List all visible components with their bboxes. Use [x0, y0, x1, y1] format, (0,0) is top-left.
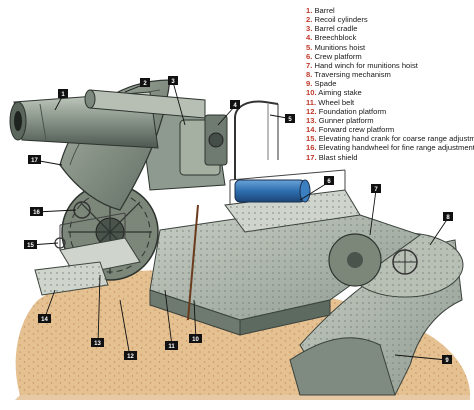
callout-5: 5 — [285, 114, 295, 123]
legend-num: 11. — [306, 97, 317, 107]
legend-num: 5. — [306, 42, 313, 52]
legend-item: 15. Elevating hand crank for coarse rang… — [306, 134, 474, 144]
legend-num: 9. — [306, 79, 313, 89]
legend-num: 8. — [306, 70, 313, 80]
legend-item: 7. Hand winch for munitions hoist — [306, 61, 472, 70]
callout-10-label: 10 — [192, 337, 199, 343]
legend-item: 17. Blast shield — [306, 153, 472, 162]
legend-item: 5. Munitions hoist — [306, 43, 472, 52]
callout-1: 1 — [58, 89, 68, 98]
callout-15: 15 — [24, 240, 37, 249]
legend-num: 12. — [306, 106, 317, 116]
callout-3-label: 3 — [171, 79, 175, 85]
legend-label: Barrel cradle — [314, 24, 358, 34]
callout-7-label: 7 — [374, 187, 378, 193]
legend-label: Recoil cylinders — [314, 15, 368, 25]
legend-item: 11. Wheel belt — [306, 98, 472, 107]
legend-label: Forward crew platform — [318, 125, 395, 135]
legend-item: 9. Spade — [306, 79, 472, 88]
legend-item: 4. Breechblock — [306, 33, 472, 42]
legend-num: 17. — [306, 152, 317, 162]
crew-platform — [224, 169, 361, 233]
legend-label: Breechblock — [314, 33, 357, 43]
callout-9: 9 — [442, 355, 452, 364]
legend-item: 14. Forward crew platform — [306, 125, 472, 134]
callout-12: 12 — [124, 351, 137, 360]
legend-item: 13. Gunner platform — [306, 116, 472, 125]
legend-label: Spade — [314, 79, 337, 89]
parts-legend: 1. Barrel 2. Recoil cylinders 3. Barrel … — [306, 6, 474, 162]
legend-label: Traversing mechanism — [314, 70, 391, 80]
aiming-stake — [187, 204, 199, 321]
legend-num: 1. — [306, 6, 313, 15]
callout-1-label: 1 — [61, 92, 65, 98]
callout-17-label: 17 — [31, 158, 38, 164]
callout-13: 13 — [91, 338, 104, 347]
munitions-hoist — [234, 100, 279, 180]
legend-label: Munitions hoist — [314, 42, 366, 52]
callout-15-label: 15 — [27, 243, 34, 249]
legend-label: Elevating handwheel for fine range adjus… — [318, 143, 474, 153]
legend-num: 10. — [306, 88, 317, 98]
callout-8-label: 8 — [446, 215, 450, 221]
legend-num: 16. — [306, 143, 317, 153]
callout-14-label: 14 — [41, 317, 48, 323]
callout-4-label: 4 — [233, 103, 237, 109]
callout-11: 11 — [165, 341, 178, 350]
callout-10: 10 — [189, 334, 202, 343]
legend-label: Wheel belt — [318, 97, 355, 107]
callout-12-label: 12 — [127, 354, 134, 360]
callout-13-label: 13 — [94, 341, 101, 347]
callout-14: 14 — [38, 314, 51, 323]
legend-label: Hand winch for munitions hoist — [314, 60, 418, 70]
legend-item: 16. Elevating handwheel for fine range a… — [306, 143, 474, 153]
legend-num: 6. — [306, 51, 313, 61]
callout-6-label: 6 — [327, 179, 331, 185]
callout-2-label: 2 — [143, 81, 147, 87]
hand-winch-motor — [234, 179, 311, 203]
callout-11-label: 11 — [168, 344, 175, 350]
legend-label: Crew platform — [314, 51, 362, 61]
legend-num: 3. — [306, 24, 313, 34]
callout-17: 17 — [28, 155, 41, 164]
callout-9-label: 9 — [445, 358, 449, 364]
callout-16: 16 — [30, 207, 43, 216]
callouts: 1 2 3 4 5 6 7 8 9 10 11 12 13 14 15 16 1… — [24, 76, 453, 364]
legend-num: 4. — [306, 33, 313, 43]
callout-7: 7 — [371, 184, 381, 193]
forward-crew-platform — [34, 261, 109, 296]
legend-label: Foundation platform — [318, 106, 387, 116]
legend-item: 10. Aiming stake — [306, 88, 472, 97]
legend-num: 14. — [306, 125, 317, 135]
legend-item: 6. Crew platform — [306, 52, 472, 61]
callout-3: 3 — [168, 76, 178, 85]
legend-num: 15. — [306, 134, 317, 144]
callout-4: 4 — [230, 100, 240, 109]
callout-5-label: 5 — [288, 117, 292, 123]
legend-label: Aiming stake — [318, 88, 362, 98]
legend-num: 13. — [306, 115, 317, 125]
legend-label: Blast shield — [318, 152, 358, 162]
legend-num: 2. — [306, 15, 313, 25]
callout-8: 8 — [443, 212, 453, 221]
legend-item: 3. Barrel cradle — [306, 24, 472, 33]
legend-num: 7. — [306, 60, 313, 70]
breechblock — [204, 114, 228, 166]
legend-item: 1. Barrel — [306, 6, 472, 15]
legend-label: Gunner platform — [318, 115, 374, 125]
legend-item: 2. Recoil cylinders — [306, 15, 472, 24]
callout-16-label: 16 — [33, 210, 40, 216]
legend-item: 8. Traversing mechanism — [306, 70, 472, 79]
callout-2: 2 — [140, 78, 150, 87]
legend-item: 12. Foundation platform — [306, 107, 472, 116]
legend-label: Elevating hand crank for coarse range ad… — [318, 134, 474, 144]
callout-6: 6 — [324, 176, 334, 185]
legend-label: Barrel — [314, 6, 335, 15]
